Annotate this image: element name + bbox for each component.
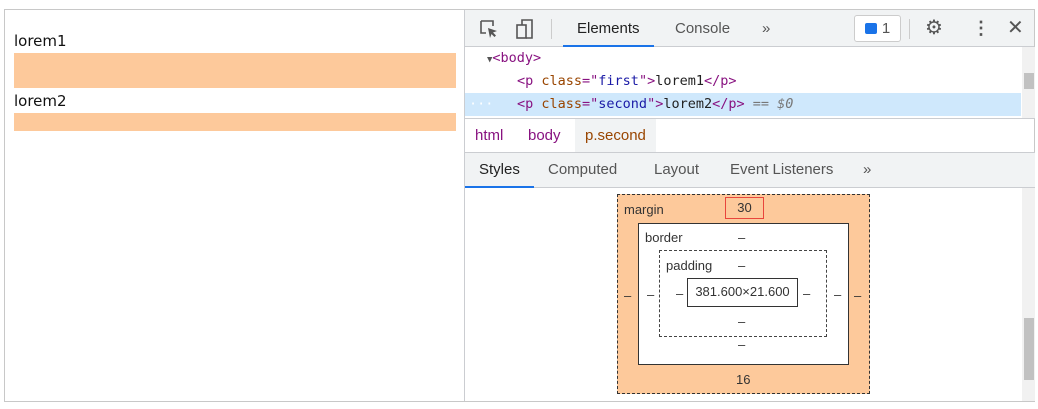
tab-computed[interactable]: Computed [548, 161, 618, 178]
margin-top-value[interactable]: 30 [725, 197, 764, 219]
page-viewport: lorem1 lorem2 [5, 10, 464, 401]
tab-console[interactable]: Console [675, 20, 731, 37]
more-options-icon[interactable]: ⋮ [972, 18, 990, 38]
breadcrumb-html[interactable]: html [475, 127, 504, 144]
tab-styles[interactable]: Styles [465, 153, 534, 188]
padding-label: padding [666, 258, 713, 273]
border-bottom-value[interactable]: – [738, 337, 746, 352]
more-subtabs-button[interactable]: » [863, 161, 872, 178]
margin-highlight-first [14, 53, 456, 88]
tab-layout[interactable]: Layout [654, 161, 700, 178]
devtools-toolbar: Elements Console » 1 ⚙ ⋮ ✕ [465, 10, 1034, 47]
dom-node-p-second-selected[interactable]: ···<p class="second">lorem2</p> == $0 [465, 93, 1021, 116]
margin-label: margin [624, 202, 664, 217]
settings-gear-icon[interactable]: ⚙ [925, 17, 943, 39]
border-left-value[interactable]: – [647, 287, 655, 302]
more-tabs-button[interactable]: » [762, 20, 771, 37]
breadcrumb-body[interactable]: body [528, 127, 561, 144]
close-icon[interactable]: ✕ [1007, 17, 1024, 39]
dom-tree: ▼<body> <p class="first">lorem1</p> ···<… [465, 47, 1035, 118]
divider [909, 19, 910, 39]
tab-event-listeners[interactable]: Event Listeners [730, 161, 834, 178]
paragraph-first: lorem1 [14, 32, 67, 50]
padding-right-value[interactable]: – [803, 286, 811, 301]
styles-pane: margin 30 16 – – border – – – – padding … [465, 188, 1035, 401]
dom-node-body[interactable]: ▼<body> [487, 50, 542, 66]
padding-bottom-value[interactable]: – [738, 314, 746, 329]
margin-right-value[interactable]: – [854, 288, 862, 303]
box-model-padding: padding – – – – 381.600×21.600 [659, 250, 827, 337]
breadcrumb: html body p.second [465, 118, 1035, 153]
border-label: border [645, 230, 683, 245]
issues-count: 1 [881, 20, 891, 37]
dom-scrollbar[interactable] [1022, 47, 1035, 118]
tab-elements[interactable]: Elements [563, 10, 654, 47]
margin-left-value[interactable]: – [624, 288, 632, 303]
border-right-value[interactable]: – [834, 287, 842, 302]
margin-bottom-value[interactable]: 16 [736, 372, 751, 387]
margin-highlight-second [14, 113, 456, 131]
divider [551, 19, 552, 39]
box-model-content[interactable]: 381.600×21.600 [687, 278, 798, 307]
box-model-margin: margin 30 16 – – border – – – – padding … [617, 194, 870, 394]
dom-node-p-first[interactable]: <p class="first">lorem1</p> [517, 73, 737, 89]
styles-scrollbar[interactable] [1022, 188, 1035, 401]
paragraph-second: lorem2 [14, 92, 67, 110]
ellipsis-icon[interactable]: ··· [469, 96, 494, 112]
device-toolbar-icon[interactable] [515, 18, 535, 40]
padding-left-value[interactable]: – [676, 286, 684, 301]
inspect-element-icon[interactable] [479, 19, 499, 39]
sidebar-tabs: Styles Computed Layout Event Listeners » [465, 153, 1035, 188]
breadcrumb-p-second[interactable]: p.second [575, 119, 656, 152]
box-model-border: border – – – – padding – – – – 381.600×2… [638, 223, 849, 365]
border-top-value[interactable]: – [738, 230, 746, 245]
message-icon [864, 23, 877, 34]
issues-button[interactable]: 1 [854, 15, 901, 42]
padding-top-value[interactable]: – [738, 258, 746, 273]
devtools-panel: Elements Console » 1 ⚙ ⋮ ✕ ▼<body> <p cl… [464, 10, 1035, 401]
